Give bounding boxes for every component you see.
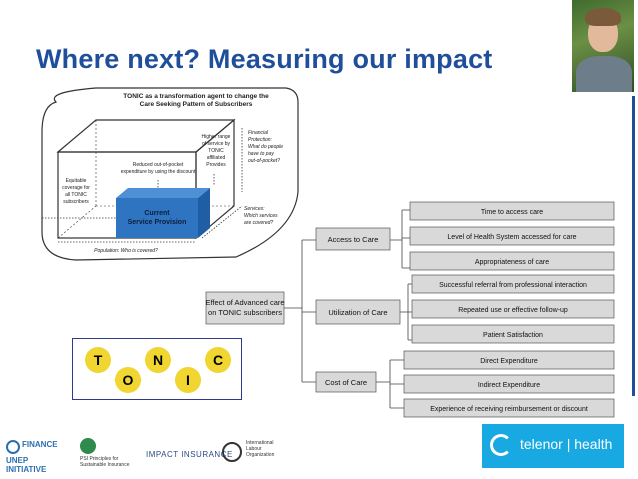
branch-cost-box [315,371,377,393]
branch-utilization-box [315,299,401,325]
impact-insurance-logo: IMPACT INSURANCE [146,450,233,459]
tree-root-line1: Effect of Advanced care [205,298,284,307]
label-reduced: Reduced out-of-pocket expenditure by usi… [121,162,196,175]
branch-utilization-label: Utilization of Care [328,308,387,317]
core-label-1: Current [144,210,170,217]
leaf-appropriateness: Appropriateness of care [475,259,549,266]
tonic-letter-c: C [205,347,231,373]
diagram-header-1: TONIC as a transformation agent to chang… [123,93,269,100]
photo-body [576,56,632,92]
svg-text:Financial: Financial [248,130,269,136]
ilo-mark-icon [222,442,242,462]
photo-hair [585,8,621,26]
slide-title: Where next? Measuring our impact [36,44,493,74]
leaf-referral-box [411,274,615,294]
unep-fi-text-2: UNEP INITIATIVE [6,456,47,474]
leaf-time-access-box [409,201,615,221]
tonic-letter-i: I [175,367,201,393]
svg-text:subscribers: subscribers [63,199,89,205]
ilo-logo: International Labour Organization [222,438,282,474]
svg-text:expenditure by using the disco: expenditure by using the discount [121,169,196,175]
svg-text:coverage for: coverage for [62,185,90,191]
svg-text:Protection:: Protection: [248,137,273,143]
svg-text:out-of-pocket?: out-of-pocket? [248,158,280,164]
leaf-direct-exp-box [403,350,615,370]
leaf-time-access: Time to access care [481,209,543,216]
partner-logos: FINANCE UNEP INITIATIVE PSI Principles f… [0,432,638,479]
svg-text:have to pay: have to pay [248,151,274,157]
telenor-health-text: telenor | health [520,436,613,452]
leaf-direct-exp: Direct Expenditure [480,358,538,365]
branch-cost-label: Cost of Care [325,378,367,387]
leaf-reimbursement: Experience of receiving reimbursement or… [430,406,588,413]
label-financial: Financial Protection: What do people hav… [248,130,283,164]
psi-logo: PSI Principles for Sustainable Insurance [80,438,140,478]
arrow-services [201,205,243,239]
leaf-indirect-exp-box [403,374,615,394]
leaf-level-system-box [409,226,615,246]
psi-mark-icon [80,438,96,454]
tree-root-line2: on TONIC subscribers [208,308,282,317]
care-effect-tree: Effect of Advanced care on TONIC subscri… [205,201,615,418]
leaf-level-system: Level of Health System accessed for care [447,234,576,241]
globe-icon [6,440,20,454]
diagram-outline [41,87,299,261]
presenter-photo [572,0,634,92]
svg-text:What do people: What do people [248,144,283,150]
unep-fi-text-1: FINANCE [22,440,58,449]
svg-text:Equitable: Equitable [66,178,87,184]
tonic-letter-n: N [145,347,171,373]
svg-text:affiliated: affiliated [207,155,226,161]
svg-text:Which services: Which services [244,213,278,219]
leaf-repeated-use-box [411,299,615,319]
label-services: Services: Which services are covered? [244,206,278,226]
label-population: Population: Who is covered? [94,248,158,254]
tree-branch2-connector [400,283,412,341]
core-label-2: Service Provision [128,219,187,226]
leaf-indirect-exp: Indirect Expenditure [478,382,540,389]
leaf-appropriateness-box [409,251,615,271]
leaf-repeated-use: Repeated use or effective follow-up [458,307,568,314]
tonic-logo: T O N I C [72,338,242,400]
leaf-referral: Successful referral from professional in… [439,282,587,289]
leaf-satisfaction: Patient Satisfaction [483,332,543,339]
telenor-swirl-icon [490,434,512,456]
tree-branch3-connector [376,359,404,409]
unep-fi-logo: FINANCE UNEP INITIATIVE [6,438,70,474]
cube-hidden-edge-3 [57,205,97,239]
diagram-header-2: Care Seeking Pattern of Subscribers [140,101,253,108]
svg-text:TONIC: TONIC [208,148,224,154]
label-higher: Higher range of service by TONIC affilia… [202,134,231,168]
tree-root-box [205,291,285,325]
leaf-satisfaction-box [411,324,615,344]
core-block-top [116,188,210,198]
svg-text:are covered?: are covered? [244,220,273,226]
right-accent-bar [632,96,635,396]
core-block-side [198,188,210,238]
label-equitable: Equitable coverage for all TONIC subscri… [62,178,90,205]
ilo-text: International Labour Organization [246,440,275,458]
core-block [116,198,198,238]
branch-access-label: Access to Care [328,235,379,244]
tonic-letter-o: O [115,367,141,393]
tree-branch1-connector [390,209,410,269]
telenor-health-logo: telenor | health [482,424,624,468]
svg-text:Provides: Provides [206,162,226,168]
tonic-letter-t: T [85,347,111,373]
psi-text: PSI Principles for Sustainable Insurance [80,456,130,468]
leaf-reimbursement-box [403,398,615,418]
impact-cube-diagram: TONIC as a transformation agent to chang… [41,87,299,261]
tree-root-connector [284,239,316,383]
svg-text:Higher range: Higher range [202,134,231,140]
svg-text:of service by: of service by [202,141,231,147]
branch-access-box [315,227,391,251]
svg-text:Services:: Services: [244,206,265,212]
svg-text:all TONIC: all TONIC [65,192,87,198]
svg-text:Reduced out-of-pocket: Reduced out-of-pocket [133,162,184,168]
